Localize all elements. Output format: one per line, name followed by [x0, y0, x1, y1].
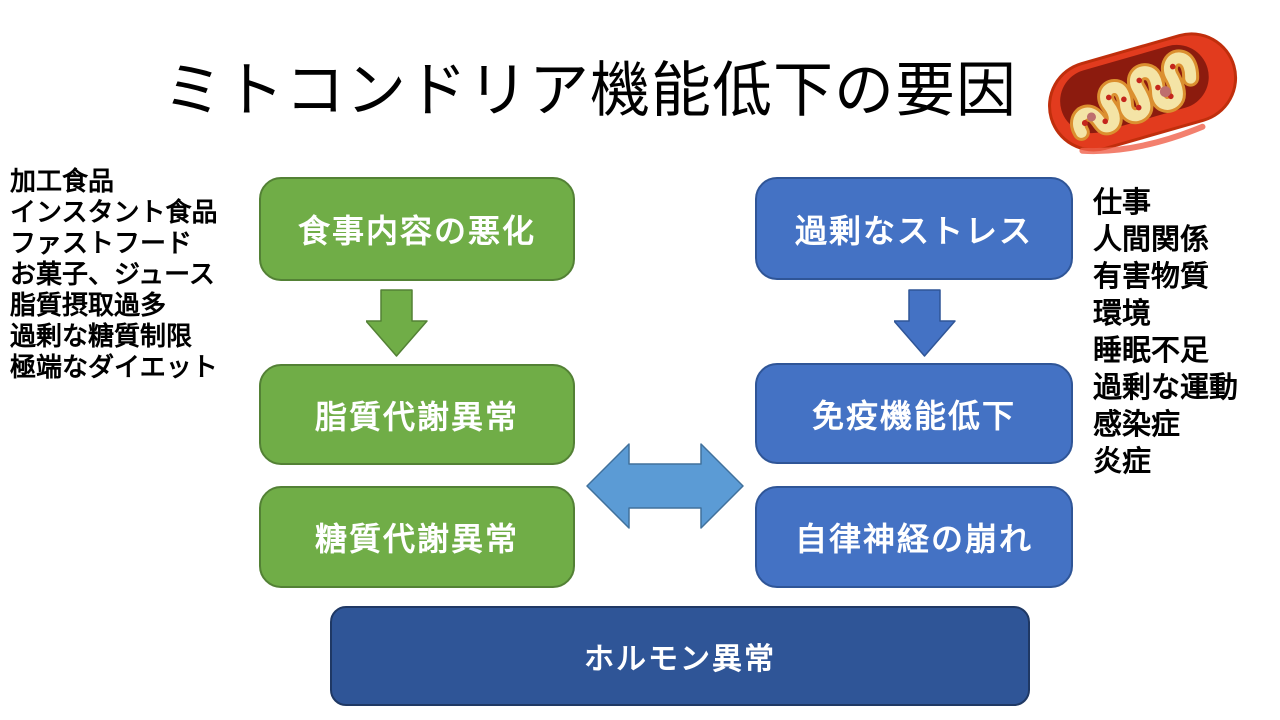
- right-factor-item: 有害物質: [1093, 261, 1210, 293]
- left-factor-item: インスタント食品: [10, 197, 218, 227]
- flow-box-sugar-metabolism: 糖質代謝異常: [259, 486, 575, 588]
- right-factor-item: 過剰な運動: [1093, 372, 1239, 404]
- right-factor-item: 仕事: [1093, 187, 1152, 219]
- right-factor-item: 人間関係: [1093, 224, 1210, 256]
- flow-box-lipid-metabolism: 脂質代謝異常: [259, 364, 575, 465]
- right-factor-item: 炎症: [1093, 446, 1152, 478]
- flow-box-diet-deterioration: 食事内容の悪化: [259, 177, 575, 281]
- right-factor-list: 仕事 人間関係 有害物質 環境 睡眠不足 過剰な運動 感染症 炎症: [1093, 185, 1238, 481]
- mitochondria-icon: [1048, 32, 1238, 155]
- flow-box-immune-decline: 免疫機能低下: [755, 363, 1073, 464]
- down-arrow-icon: [366, 289, 428, 357]
- left-factor-item: ファストフード: [10, 228, 193, 258]
- flow-box-hormone-abnormality: ホルモン異常: [330, 606, 1030, 706]
- left-factor-item: お菓子、ジュース: [10, 259, 215, 289]
- flow-box-autonomic-imbalance: 自律神経の崩れ: [755, 486, 1073, 588]
- flow-box-excess-stress: 過剰なストレス: [755, 177, 1073, 280]
- left-factor-item: 脂質摂取過多: [10, 290, 167, 320]
- left-factor-item: 過剰な糖質制限: [10, 321, 193, 351]
- left-factor-item: 極端なダイエット: [10, 352, 218, 382]
- left-factor-list: 加工食品 インスタント食品 ファストフード お菓子、ジュース 脂質摂取過多 過剰…: [10, 166, 218, 383]
- page-title: ミトコンドリア機能低下の要因: [163, 57, 1017, 124]
- right-factor-item: 環境: [1093, 298, 1152, 330]
- down-arrow-icon: [894, 289, 956, 357]
- right-factor-item: 感染症: [1093, 409, 1181, 441]
- right-factor-item: 睡眠不足: [1093, 335, 1210, 367]
- left-factor-item: 加工食品: [10, 166, 115, 196]
- double-headed-arrow-icon: [586, 443, 744, 529]
